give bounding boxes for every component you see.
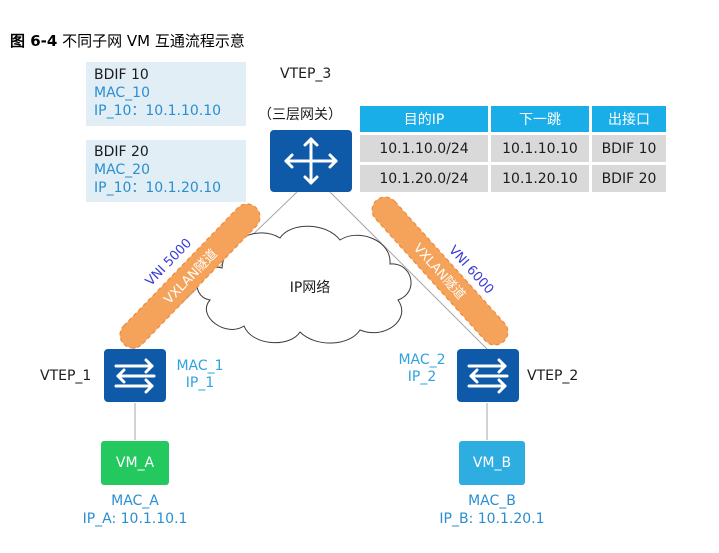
table-cell: 10.1.20.10 xyxy=(491,165,589,192)
col-next-hop: 下一跳 xyxy=(491,106,589,132)
vtep1-ip: IP_1 xyxy=(185,375,215,391)
bdif20-name: BDIF 20 xyxy=(94,144,149,160)
bdif10-mac: MAC_10 xyxy=(94,85,150,101)
switch-arrows-icon xyxy=(114,358,156,394)
table-cell: BDIF 20 xyxy=(592,165,666,192)
vm-a-box: VM_A xyxy=(101,441,169,485)
figure-title: 不同子网 VM 互通流程示意 xyxy=(62,32,245,50)
vm-b-box: VM_B xyxy=(459,441,525,485)
figure-number: 图 6-4 xyxy=(10,32,58,50)
vtep2-mac: MAC_2 xyxy=(398,352,446,368)
table-cell: BDIF 10 xyxy=(592,135,666,162)
table-row: 10.1.20.0/24 10.1.20.10 BDIF 20 xyxy=(360,165,666,192)
routing-table-header: 目的IP 下一跳 出接口 xyxy=(360,106,666,132)
link-vtep3-vtep2 xyxy=(329,191,489,351)
col-dest-ip: 目的IP xyxy=(360,106,488,132)
table-row: 10.1.10.0/24 10.1.10.10 BDIF 10 xyxy=(360,135,666,162)
vm-b-ip: IP_B: 10.1.20.1 xyxy=(439,511,545,527)
bdif20-mac: MAC_20 xyxy=(94,162,150,178)
vtep2-name: VTEP_2 xyxy=(527,368,579,384)
router-arrows-icon xyxy=(284,137,338,185)
table-cell: 10.1.10.0/24 xyxy=(360,135,488,162)
vtep1-mac: MAC_1 xyxy=(176,358,224,374)
vm-b-mac: MAC_B xyxy=(468,493,516,509)
vtep1-name: VTEP_1 xyxy=(40,368,92,384)
routing-table: 目的IP 下一跳 出接口 10.1.10.0/24 10.1.10.10 BDI… xyxy=(357,103,669,195)
bdif10-box: BDIF 10 MAC_10 IP_10：10.1.10.10 xyxy=(86,62,246,126)
switch-arrows-icon xyxy=(467,358,509,394)
vtep3-note: （三层网关） xyxy=(258,107,342,123)
vm-a-mac: MAC_A xyxy=(111,493,159,509)
bdif10-ip: IP_10：10.1.10.10 xyxy=(94,103,222,119)
table-cell: 10.1.10.10 xyxy=(491,135,589,162)
bdif20-box: BDIF 20 MAC_20 IP_10：10.1.20.10 xyxy=(86,140,246,202)
vtep3-name: VTEP_3 xyxy=(280,66,332,82)
vm-a-ip: IP_A: 10.1.10.1 xyxy=(82,511,188,527)
table-cell: 10.1.20.0/24 xyxy=(360,165,488,192)
ip-network-cloud xyxy=(196,225,412,344)
vtep3-router-icon xyxy=(270,130,352,192)
vtep2-ip: IP_2 xyxy=(407,369,437,385)
col-out-interface: 出接口 xyxy=(592,106,666,132)
bdif20-ip: IP_10：10.1.20.10 xyxy=(94,180,222,196)
ip-network-label: IP网络 xyxy=(290,280,331,296)
figure-caption: 图 6-4 不同子网 VM 互通流程示意 xyxy=(10,30,245,51)
bdif10-name: BDIF 10 xyxy=(94,67,149,83)
vtep2-switch-icon xyxy=(457,349,519,402)
vtep1-switch-icon xyxy=(104,349,166,402)
